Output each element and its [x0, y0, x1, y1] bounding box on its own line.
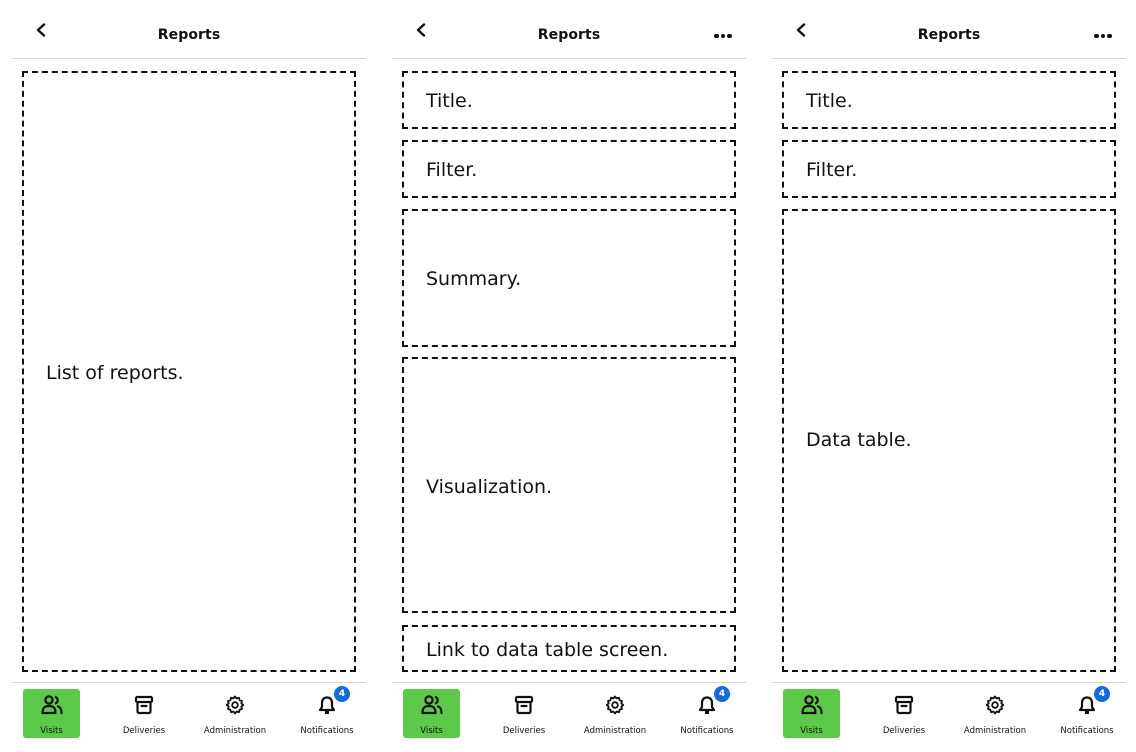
back-button[interactable] — [794, 22, 814, 50]
placeholder-label: Summary. — [426, 268, 522, 290]
data-table-screen: Reports Title. Filter. Data table. Visit… — [772, 0, 1126, 752]
filter-placeholder: Filter. — [402, 140, 736, 198]
more-dot-icon — [1094, 33, 1099, 39]
more-options-button[interactable] — [1090, 27, 1116, 45]
chevron-left-icon — [796, 23, 806, 37]
tab-deliveries[interactable]: Deliveries — [116, 689, 172, 739]
tab-label: Notifications — [680, 726, 734, 736]
header: Reports — [12, 0, 366, 59]
summary-placeholder: Summary. — [402, 209, 736, 347]
gear-icon — [604, 694, 626, 716]
archive-icon — [513, 694, 535, 716]
tab-label: Visits — [40, 726, 63, 736]
bell-icon: 4 — [696, 686, 730, 716]
more-dot-icon — [727, 33, 732, 39]
archive-icon — [133, 694, 155, 716]
tab-label: Deliveries — [122, 726, 166, 736]
placeholder-label: Filter. — [806, 159, 858, 181]
more-dot-icon — [714, 33, 719, 39]
gear-icon — [224, 694, 246, 716]
data-table-placeholder: Data table. — [782, 209, 1116, 672]
back-button[interactable] — [34, 22, 54, 50]
title-placeholder: Title. — [402, 71, 736, 129]
tab-administration[interactable]: Administration — [584, 689, 646, 739]
tab-visits[interactable]: Visits — [783, 689, 840, 738]
tab-label: Visits — [800, 726, 823, 736]
tab-visits[interactable]: Visits — [23, 689, 80, 738]
title-placeholder: Title. — [782, 71, 1116, 129]
more-dot-icon — [1107, 33, 1112, 39]
tab-label: Notifications — [1060, 726, 1114, 736]
tab-notifications[interactable]: 4 Notifications — [298, 686, 356, 739]
placeholder-label: Title. — [806, 90, 853, 112]
bell-icon: 4 — [1076, 686, 1110, 716]
tab-deliveries[interactable]: Deliveries — [496, 689, 552, 739]
placeholder-label: Link to data table screen. — [426, 639, 669, 661]
page-title: Reports — [917, 27, 981, 43]
header: Reports — [772, 0, 1126, 59]
bottom-tab-bar: Visits Deliveries Administration 4 Notif… — [392, 682, 746, 752]
people-icon — [800, 694, 823, 716]
filter-placeholder: Filter. — [782, 140, 1116, 198]
people-icon — [40, 694, 63, 716]
tab-notifications[interactable]: 4 Notifications — [678, 686, 736, 739]
tab-label: Deliveries — [882, 726, 926, 736]
tab-label: Notifications — [300, 726, 354, 736]
chevron-left-icon — [36, 23, 46, 37]
tab-administration[interactable]: Administration — [204, 689, 266, 739]
tab-administration[interactable]: Administration — [964, 689, 1026, 739]
more-dot-icon — [720, 33, 726, 39]
notification-badge: 4 — [714, 686, 730, 702]
notification-badge: 4 — [334, 686, 350, 702]
placeholder-label: Filter. — [426, 159, 478, 181]
data-table-link-placeholder[interactable]: Link to data table screen. — [402, 625, 736, 672]
page-title: Reports — [537, 27, 601, 43]
tab-notifications[interactable]: 4 Notifications — [1058, 686, 1116, 739]
tab-visits[interactable]: Visits — [403, 689, 460, 738]
report-detail-screen: Reports Title. Filter. Summary. Visualiz… — [392, 0, 746, 752]
tab-label: Deliveries — [502, 726, 546, 736]
more-dot-icon — [1100, 33, 1106, 39]
placeholder-label: Data table. — [806, 429, 912, 451]
tab-label: Visits — [420, 726, 443, 736]
reports-list-screen: Reports List of reports. Visits Deliveri… — [12, 0, 366, 752]
visualization-placeholder: Visualization. — [402, 357, 736, 613]
gear-icon — [984, 694, 1006, 716]
archive-icon — [893, 694, 915, 716]
reports-list-placeholder: List of reports. — [22, 71, 356, 672]
tab-label: Administration — [963, 726, 1027, 736]
bottom-tab-bar: Visits Deliveries Administration 4 Notif… — [772, 682, 1126, 752]
bell-icon: 4 — [316, 686, 350, 716]
tab-label: Administration — [583, 726, 647, 736]
page-title: Reports — [157, 27, 221, 43]
tab-deliveries[interactable]: Deliveries — [876, 689, 932, 739]
placeholder-label: List of reports. — [46, 362, 184, 384]
people-icon — [420, 694, 443, 716]
placeholder-label: Visualization. — [426, 476, 553, 498]
bottom-tab-bar: Visits Deliveries Administration 4 Notif… — [12, 682, 366, 752]
back-button[interactable] — [414, 22, 434, 50]
notification-badge: 4 — [1094, 686, 1110, 702]
tab-label: Administration — [203, 726, 267, 736]
placeholder-label: Title. — [426, 90, 473, 112]
chevron-left-icon — [416, 23, 426, 37]
header: Reports — [392, 0, 746, 59]
more-options-button[interactable] — [710, 27, 736, 45]
